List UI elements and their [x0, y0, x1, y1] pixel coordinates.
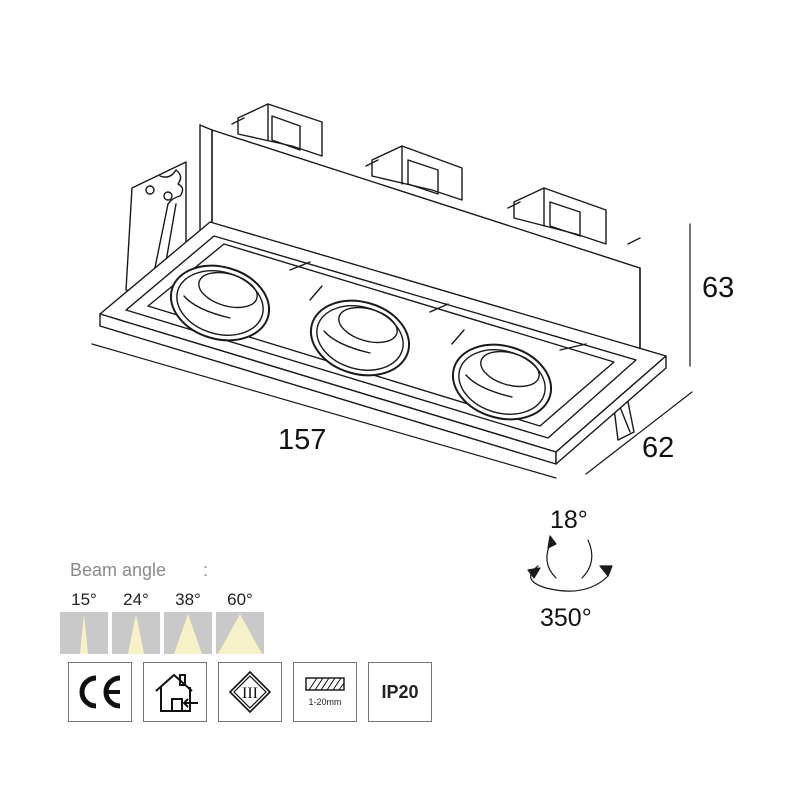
lamp-head-2	[309, 285, 411, 377]
width-label: 62	[642, 432, 675, 464]
length-dimension-line	[91, 343, 557, 479]
beam-angle-label-15: 15°	[71, 590, 97, 609]
beam-angle-title: Beam angle	[70, 560, 167, 580]
inner-recess	[147, 243, 615, 427]
beam-15-icon	[60, 612, 108, 654]
length-label: 157	[278, 424, 327, 456]
beam-angle-colon: :	[203, 560, 209, 580]
hatched-panel-icon	[305, 677, 345, 691]
beam-angle-label-24: 24°	[123, 590, 149, 609]
beam-24-icon	[112, 612, 160, 654]
mounting-thickness-icon: 1-20mm	[293, 662, 357, 722]
beam-angle-label-60: 60°	[227, 590, 253, 609]
ce-mark-icon	[68, 662, 132, 722]
width-dimension-line	[585, 391, 693, 475]
mounting-thickness-label: 1-20mm	[308, 697, 342, 707]
tilt-angle-label: 18°	[550, 506, 588, 534]
ip-rating-icon: IP20	[368, 662, 432, 722]
rotation-icon	[527, 535, 613, 592]
connector-1	[231, 103, 323, 157]
class-3-icon: III	[218, 662, 282, 722]
ip-rating-label: IP20	[381, 681, 419, 702]
connector-2	[365, 145, 463, 201]
ce-glyph	[79, 675, 121, 709]
height-label: 63	[702, 272, 735, 304]
swivel-angle-label: 350°	[540, 604, 592, 632]
lamp-head-3	[451, 329, 553, 421]
beam-60-icon	[216, 612, 264, 654]
class-3-label: III	[242, 685, 258, 702]
connector-3	[507, 187, 607, 245]
dimension-lines	[91, 223, 693, 479]
beam-38-icon	[164, 612, 212, 654]
lamp-head-1	[169, 264, 271, 342]
beam-angle-label-38: 38°	[175, 590, 201, 609]
indoor-use-icon	[143, 662, 207, 722]
